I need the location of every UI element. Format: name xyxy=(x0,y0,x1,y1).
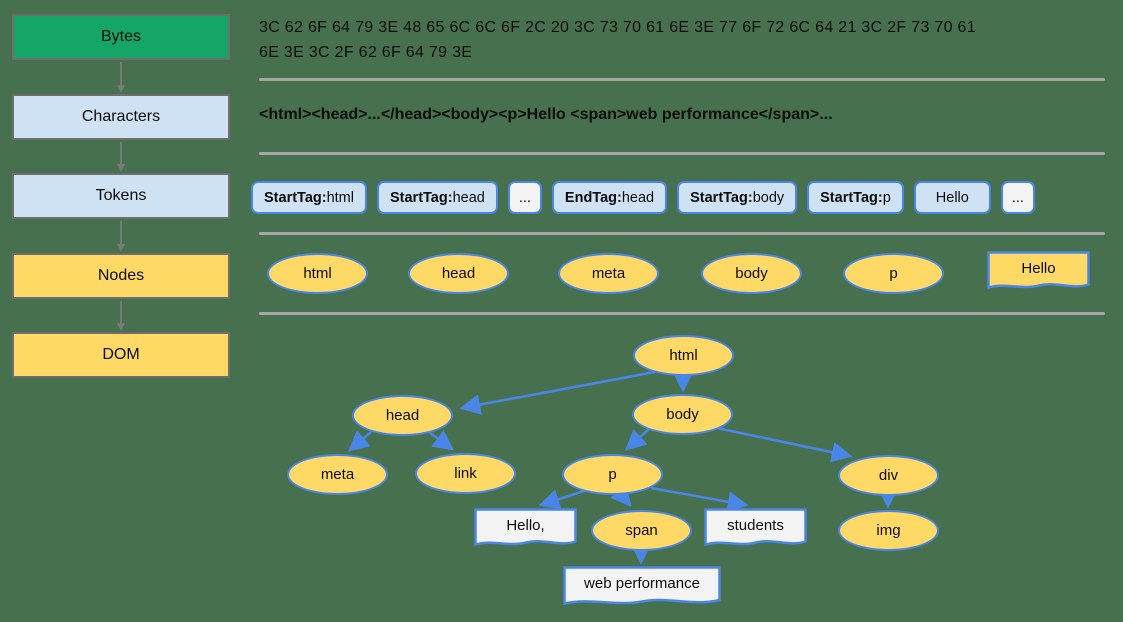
dom-node-label: Hello, xyxy=(506,516,545,534)
pipeline-arrow-down-icon xyxy=(117,62,125,93)
pipeline-arrow-down-icon xyxy=(117,142,125,172)
dom-node-body: body xyxy=(632,394,733,435)
dom-node-label: head xyxy=(385,407,420,424)
dom-node-label: span xyxy=(625,522,658,539)
flag-shape-icon xyxy=(563,566,721,606)
pipeline-stage-bytes-label: Bytes xyxy=(100,28,141,45)
characters-markup-text: <html><head>...</head><body><p>Hello <sp… xyxy=(259,106,833,123)
node-meta: meta xyxy=(558,253,659,294)
token-starttag-head: StartTag: head xyxy=(376,181,498,214)
dom-node-head: head xyxy=(352,395,453,436)
token-endtag-head: EndTag: head xyxy=(551,181,668,214)
divider xyxy=(259,78,1105,81)
dom-node-meta: meta xyxy=(287,454,388,495)
divider xyxy=(259,232,1105,235)
token-type-label: EndTag: xyxy=(564,189,622,206)
pipeline-stage-bytes: Bytes xyxy=(12,14,230,60)
node-head: head xyxy=(408,253,509,294)
bytes-hex-line-1: 3C 62 6F 64 79 3E 48 65 6C 6C 6F 2C 20 3… xyxy=(259,19,976,36)
pipeline-stage-characters: Characters xyxy=(12,94,230,140)
node-p: p xyxy=(843,253,944,294)
bytes-hex-line-2: 6E 3E 3C 2F 62 6F 64 79 3E xyxy=(259,44,473,61)
token-value: ... xyxy=(1011,189,1024,206)
node-label: head xyxy=(441,265,476,282)
dom-textnode-web-performance: web performance xyxy=(563,566,721,609)
dom-node-div: div xyxy=(838,455,939,496)
dom-node-link: link xyxy=(415,453,516,494)
flag-shape-icon xyxy=(704,508,807,547)
token-text-hello: Hello xyxy=(913,181,991,214)
token-value: html xyxy=(326,189,354,206)
divider xyxy=(259,312,1105,315)
node-label: Hello xyxy=(1021,259,1056,277)
pipeline-stage-dom: DOM xyxy=(12,332,230,378)
node-label: p xyxy=(889,265,898,282)
pipeline-stage-nodes: Nodes xyxy=(12,253,230,299)
pipeline-stage-nodes-label: Nodes xyxy=(97,267,145,284)
token-type-label: StartTag: xyxy=(389,189,453,206)
pipeline-arrow-down-icon xyxy=(117,301,125,331)
token-value: head xyxy=(452,189,485,206)
dom-node-span: span xyxy=(591,510,692,551)
dom-node-label: div xyxy=(878,467,899,484)
token-value: head xyxy=(621,189,655,206)
divider xyxy=(259,152,1105,155)
dom-node-label: meta xyxy=(320,466,355,483)
node-label: meta xyxy=(591,265,626,282)
dom-node-html: html xyxy=(633,335,734,376)
dom-textnode-hello: Hello, xyxy=(474,508,577,550)
token-value: body xyxy=(752,189,785,206)
node-html: html xyxy=(267,253,368,294)
flag-shape-icon xyxy=(474,508,577,547)
token-ellipsis: ... xyxy=(1000,181,1035,214)
token-value: p xyxy=(882,189,891,206)
token-type-label: StartTag: xyxy=(690,189,753,206)
token-type-label: StartTag: xyxy=(264,189,327,206)
node-body: body xyxy=(701,253,802,294)
pipeline-stage-dom-label: DOM xyxy=(102,346,140,363)
dom-node-label: html xyxy=(669,347,698,364)
pipeline-stage-characters-label: Characters xyxy=(81,108,161,125)
dom-node-label: web performance xyxy=(584,574,700,592)
tokens-row: StartTag: html StartTag: head ... EndTag… xyxy=(251,181,1035,214)
dom-node-p: p xyxy=(562,454,663,495)
dom-node-label: students xyxy=(727,516,784,534)
token-type-label: StartTag: xyxy=(820,189,883,206)
bytes-hex-text: 3C 62 6F 64 79 3E 48 65 6C 6C 6F 2C 20 3… xyxy=(259,15,976,65)
dom-node-label: link xyxy=(454,465,477,482)
token-starttag-p: StartTag: p xyxy=(807,181,904,214)
pipeline-stage-tokens-label: Tokens xyxy=(95,187,147,204)
token-ellipsis: ... xyxy=(507,181,542,214)
dom-node-img: img xyxy=(838,510,939,551)
dom-textnode-students: students xyxy=(704,508,807,550)
node-text-hello: Hello xyxy=(987,251,1090,293)
node-label: html xyxy=(303,265,332,282)
pipeline-arrow-down-icon xyxy=(117,221,125,252)
flag-shape-icon xyxy=(987,251,1090,290)
dom-node-label: body xyxy=(666,406,699,423)
pipeline-stage-tokens: Tokens xyxy=(12,173,230,219)
token-value: ... xyxy=(518,189,531,206)
dom-node-label: img xyxy=(876,522,901,539)
node-label: body xyxy=(735,265,768,282)
token-starttag-body: StartTag: body xyxy=(677,181,798,214)
token-value: Hello xyxy=(935,189,969,206)
dom-node-label: p xyxy=(608,466,617,483)
token-starttag-html: StartTag: html xyxy=(251,181,367,214)
